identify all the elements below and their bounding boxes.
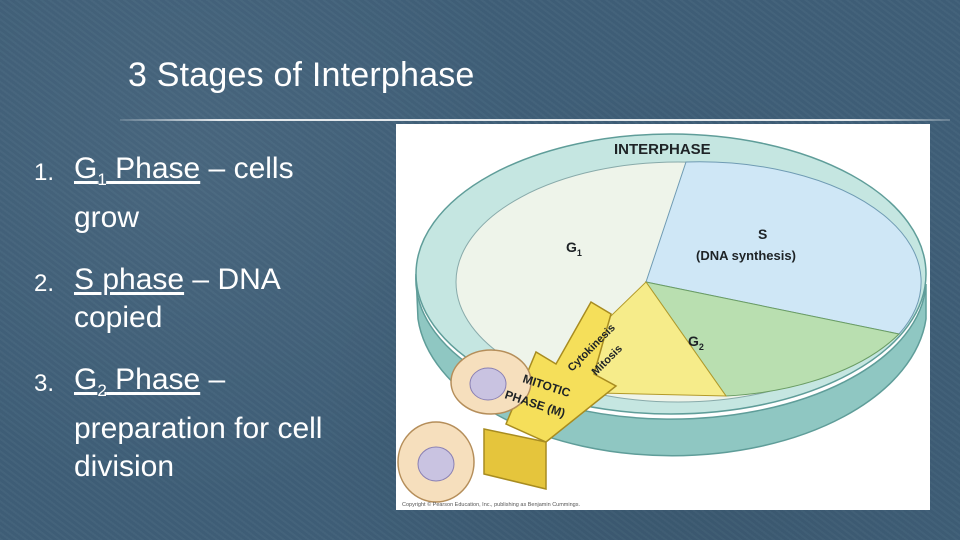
g2-wedge [644,281,901,397]
interphase-label: INTERPHASE [614,141,711,158]
list-number: 2. [34,270,55,297]
term-description: – [200,363,226,396]
cell-bottom-nucleus [417,446,455,482]
interphase-stage-list: 1. G1 Phase – cells grow 2. S phase – DN… [34,150,394,510]
cell-top-nucleus [469,367,507,401]
term-g1-phase: G1 Phase [74,152,201,189]
term-s-phase: S phase [74,263,185,296]
mitotic-arrow-side [483,428,547,490]
term-description-cont: division [74,450,175,483]
cell-cycle-diagram: INTERPHASE G1 S (DNA synthesis) G2 Cytok… [396,124,930,510]
mitotic-arrow [505,300,618,443]
list-item-s: 2. S phase – DNA copied [34,261,394,337]
term-description-cont: grow [74,201,140,234]
list-item-g2: 3. G2 Phase – preparation for cell divis… [34,361,394,486]
term-description: – cells [200,152,294,185]
list-number: 3. [34,370,55,397]
term-description-cont: copied [74,301,163,334]
copyright-text: Copyright © Pearson Education, Inc., pub… [402,501,580,508]
s-label: S [758,226,767,242]
slide-title: 3 Stages of Interphase [128,56,475,94]
s-wedge [645,161,922,335]
g2-label: G2 [688,333,704,352]
g1-label: G1 [566,239,582,258]
term-description-cont: preparation for cell [74,412,323,445]
s-detail-label: (DNA synthesis) [696,248,796,263]
term-g2-phase: G2 Phase [74,363,201,400]
list-item-g1: 1. G1 Phase – cells grow [34,150,394,237]
term-description: – DNA [184,263,281,296]
title-divider [120,119,950,121]
list-number: 1. [34,159,55,186]
